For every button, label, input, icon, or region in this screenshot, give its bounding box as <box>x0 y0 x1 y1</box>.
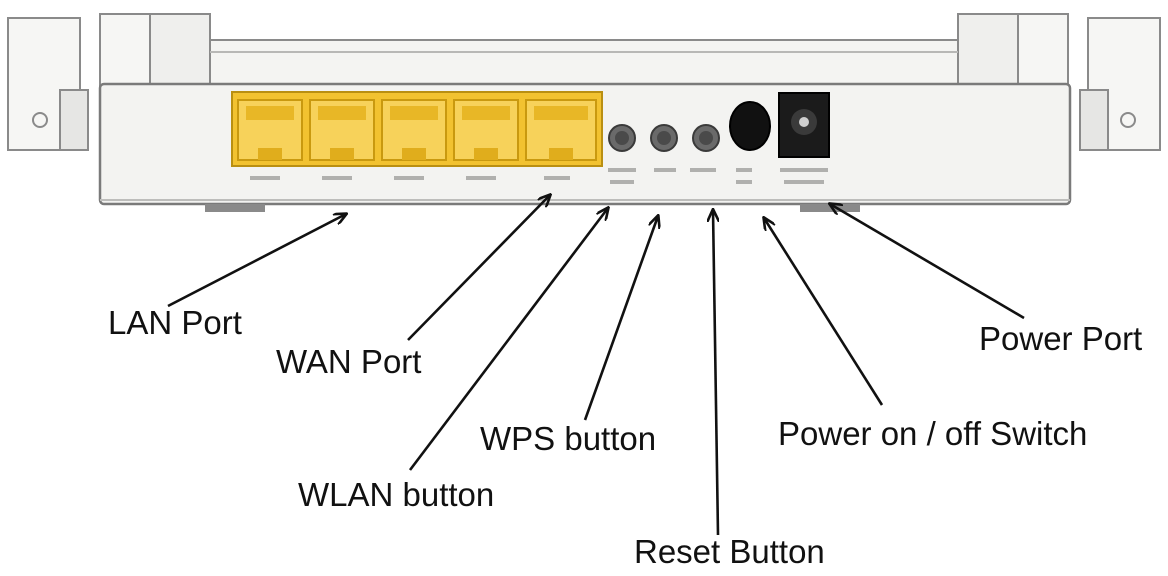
callout-arrows <box>167 195 1025 536</box>
lan-port-1 <box>237 99 303 161</box>
router-foot-left <box>205 204 265 212</box>
lan-port-3 <box>381 99 447 161</box>
power-port <box>778 92 830 158</box>
wlan-button <box>608 124 636 152</box>
arrow-wlan-button <box>408 208 608 471</box>
callout-reset-button: Reset Button <box>634 533 825 570</box>
callout-power-switch: Power on / off Switch <box>778 415 1088 452</box>
arrow-wps-button <box>583 216 658 421</box>
arrow-wan-port <box>407 195 550 341</box>
panel-print-marks <box>250 168 828 184</box>
callout-power-port: Power Port <box>979 320 1143 357</box>
lan-port-2 <box>309 99 375 161</box>
wan-port <box>525 99 597 161</box>
callout-lan-port: LAN Port <box>108 304 242 341</box>
lan-port-4 <box>453 99 519 161</box>
callout-wan-port: WAN Port <box>276 343 422 380</box>
router-top <box>209 39 959 85</box>
arrow-power-port <box>830 204 1025 320</box>
callout-wlan-button: WLAN button <box>298 476 495 513</box>
wps-button <box>650 124 678 152</box>
power-switch <box>729 101 771 151</box>
reset-button <box>692 124 720 152</box>
arrow-power-switch <box>764 218 884 406</box>
arrow-reset-button <box>713 210 720 536</box>
callout-wps-button: WPS button <box>480 420 657 457</box>
arrow-lan-port <box>167 214 346 308</box>
